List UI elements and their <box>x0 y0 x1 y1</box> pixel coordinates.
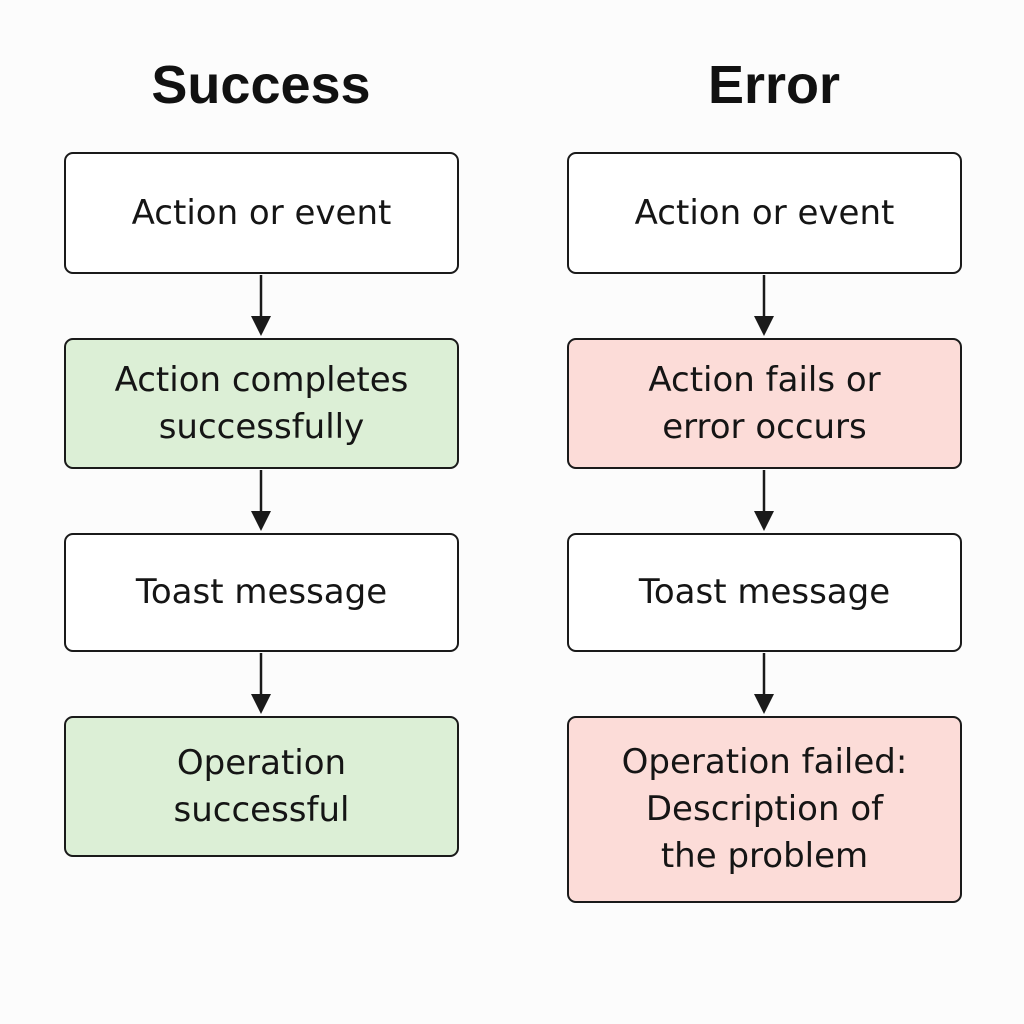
error-arrow-3 <box>754 653 774 714</box>
error-step-action-fails: Action fails or error occurs <box>567 338 962 469</box>
success-step-action-or-event: Action or event <box>64 152 459 274</box>
error-arrow-2 <box>754 470 774 531</box>
success-step-action-completes: Action completes successfully <box>64 338 459 469</box>
error-step-operation-failed: Operation failed: Description of the pro… <box>567 716 962 903</box>
success-arrow-2 <box>251 470 271 531</box>
success-arrow-3 <box>251 653 271 714</box>
success-column-title: Success <box>151 55 371 115</box>
error-step-toast-message: Toast message <box>567 533 962 652</box>
success-step-operation-successful: Operation successful <box>64 716 459 857</box>
error-arrow-1 <box>754 275 774 336</box>
error-column-title: Error <box>707 55 841 115</box>
success-step-toast-message: Toast message <box>64 533 459 652</box>
error-step-action-or-event: Action or event <box>567 152 962 274</box>
success-arrow-1 <box>251 275 271 336</box>
